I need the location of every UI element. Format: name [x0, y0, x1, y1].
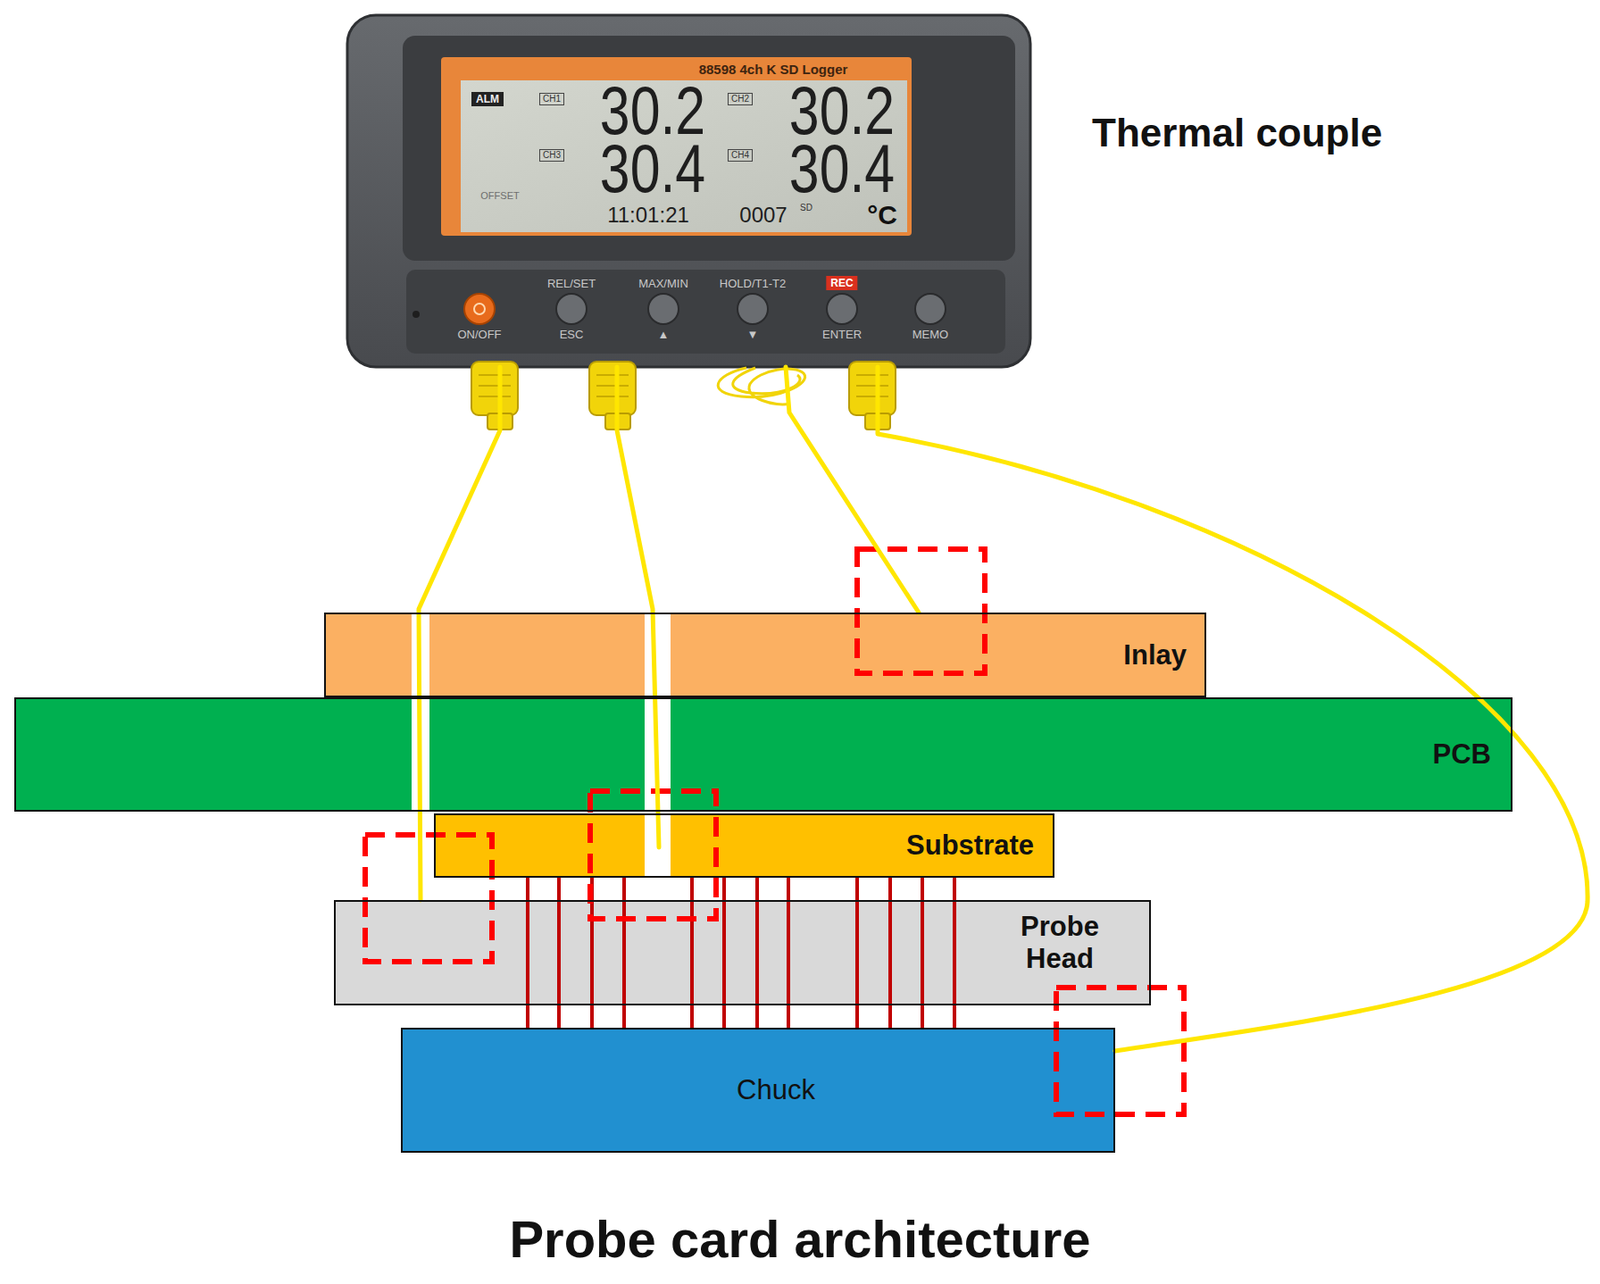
thermocouple-wire: [418, 366, 500, 900]
thermocouple-wire: [785, 366, 919, 613]
alarm-indicator: ALM: [471, 91, 504, 107]
channel-tag: CH3: [539, 149, 565, 162]
layer-label: Probe Head: [983, 910, 1136, 975]
button-label: REL/SET: [547, 277, 596, 290]
button-label: ON/OFF: [457, 328, 501, 341]
channel-tag: CH4: [727, 149, 753, 162]
layer-label: PCB: [1433, 738, 1492, 771]
lcd-counter: 0007: [739, 204, 787, 226]
button-label: ENTER: [822, 328, 862, 341]
measure-point-box: [365, 834, 492, 962]
device-label: Thermal couple: [1091, 110, 1383, 156]
button-label: REC: [825, 275, 858, 291]
inlay-layer: Inlay: [324, 612, 1207, 698]
figure-caption: Probe card architecture: [0, 1210, 1600, 1268]
thermocouple-wire: [616, 366, 659, 848]
button-label: MAX/MIN: [638, 277, 689, 290]
chuck-block: Chuck: [400, 1027, 1116, 1153]
lcd-indicator: SD: [800, 203, 813, 213]
measure-point-box: [857, 549, 985, 674]
substrate-layer: Substrate: [433, 813, 1055, 878]
button-label: ▼: [747, 328, 759, 341]
layer-label: Inlay: [1123, 639, 1187, 672]
thermocouple-wire: [877, 366, 1588, 1051]
button-label: ESC: [559, 328, 584, 341]
data-logger-device: 88598 4ch K SD LoggerALMCH130.2CH230.2CH…: [347, 15, 1031, 367]
button-label: HOLD/T1-T2: [719, 277, 786, 290]
layer-fill: [324, 612, 1207, 698]
layer-fill: [14, 697, 1513, 812]
layer-label: Substrate: [906, 829, 1034, 862]
pcb-layer: PCB: [14, 697, 1513, 812]
layer-fill: [333, 900, 1151, 1006]
lcd-unit: °C: [866, 201, 898, 229]
channel-tag: CH1: [539, 92, 565, 106]
channel-tag: CH2: [727, 92, 753, 106]
layer-label: Chuck: [736, 1074, 816, 1107]
probe-head-layer: Probe Head: [333, 900, 1151, 1006]
lcd-indicator: OFFSET: [480, 191, 519, 201]
lcd-reading: 30.4: [600, 134, 706, 203]
lcd-clock: 11:01:21: [607, 204, 690, 226]
layer-fill: [433, 813, 1055, 878]
layer-fill: [400, 1027, 1116, 1153]
button-label: MEMO: [912, 328, 949, 341]
lcd-reading: 30.4: [789, 134, 895, 203]
button-label: ▲: [658, 328, 670, 341]
device-model: 88598 4ch K SD Logger: [699, 62, 849, 76]
